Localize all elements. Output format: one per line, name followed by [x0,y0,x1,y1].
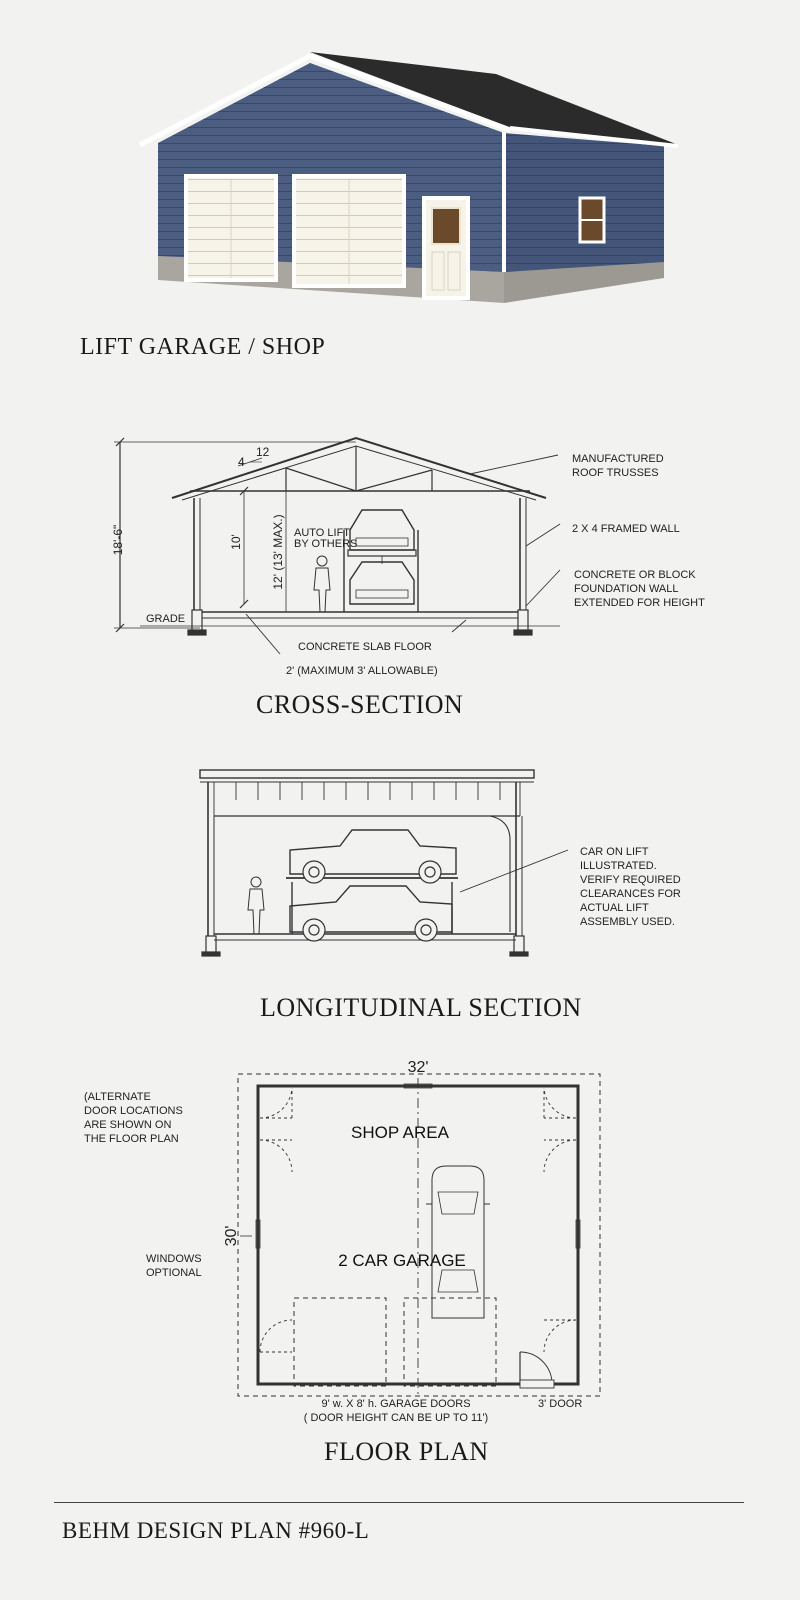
cross-section-title: CROSS-SECTION [256,690,464,719]
car-lift-callout-2: ILLUSTRATED. [580,860,657,872]
rendering-title: LIFT GARAGE / SHOP [80,334,326,360]
eave-trim [509,126,679,148]
longitudinal-title: LONGITUDINAL SECTION [260,993,582,1022]
garage-door-opening-right [403,1297,497,1387]
auto-lift-line-1: AUTO LIFT [294,527,350,539]
entry-door-glass [431,207,461,245]
plan-width-dim: 32' [408,1059,429,1076]
slab-label: CONCRETE SLAB FLOOR [298,641,432,653]
framed-wall-callout: 2 X 4 FRAMED WALL [572,523,680,535]
trusses-callout-2: ROOF TRUSSES [572,467,659,479]
car-lift-callout-6: ASSEMBLY USED. [580,916,675,928]
garage-door-opening-left [293,1297,387,1387]
person-figure-side [247,876,265,935]
longitudinal-section-drawing: CAR ON LIFT ILLUSTRATED. VERIFY REQUIRED… [199,769,681,957]
footer-rule [54,1502,744,1503]
lifted-car-side [289,829,457,875]
alternate-note-4: THE FLOOR PLAN [84,1133,179,1145]
lower-car-front [349,561,415,605]
floor-plan-drawing: 32' 30' SHOP AREA 2 CAR GARAGE (ALTERNAT… [84,1059,601,1424]
auto-lift-line-2: BY OTHERS [294,538,357,550]
lift-clearance-dim: 12' (13' MAX.) [271,514,285,589]
alternate-note-1: (ALTERNATE [84,1091,151,1103]
overall-height-dim: 18'-6" [111,525,125,556]
plan-number: BEHM DESIGN PLAN #960-L [62,1518,370,1543]
lower-car-side [289,885,453,933]
garage-rendering [138,52,679,303]
foundation-callout-1: CONCRETE OR BLOCK [574,569,696,581]
windows-note-2: OPTIONAL [146,1267,202,1279]
person-figure [313,555,331,613]
trusses-callout-1: MANUFACTURED [572,453,664,465]
side-door-note: 3' DOOR [538,1398,582,1410]
gable-trim [138,53,511,148]
floor-plan-title: FLOOR PLAN [324,1437,489,1466]
car-lift-callout-4: CLEARANCES FOR [580,888,681,900]
plan-depth-dim: 30' [223,1226,240,1247]
wall-height-dim: 10' [229,534,243,550]
alternate-note-3: ARE SHOWN ON [84,1119,171,1131]
shop-area-label: SHOP AREA [351,1123,450,1142]
pitch-rise: 4 [238,455,245,469]
car-lift-callout-3: VERIFY REQUIRED [580,874,681,886]
pitch-run: 12 [256,445,270,459]
car-lift-callout-5: ACTUAL LIFT [580,902,649,914]
truss-ends [213,782,521,817]
alternate-note-2: DOOR LOCATIONS [84,1105,183,1117]
side-foundation [504,262,664,303]
car-lift-callout-1: CAR ON LIFT [580,846,649,858]
foundation-callout-2: FOUNDATION WALL [574,583,679,595]
cross-section-drawing: 4 12 18'-6" 10' 12' (13' MAX.) AUTO LIFT… [111,436,705,677]
foundation-height-label: 2' (MAXIMUM 3' ALLOWABLE) [286,665,438,677]
grade-label: GRADE [146,613,185,625]
windows-note-1: WINDOWS [146,1253,202,1265]
foundation-callout-3: EXTENDED FOR HEIGHT [574,597,705,609]
roof-truss-outline [171,436,547,499]
car-plan-outline [426,1165,490,1319]
roof-surface [310,52,676,144]
garage-doors-note-1: 9' w. X 8' h. GARAGE DOORS [321,1398,470,1410]
alternate-door-swings [259,1087,577,1353]
garage-doors-note-2: ( DOOR HEIGHT CAN BE UP TO 11') [304,1412,488,1424]
lifted-car-front [349,509,415,551]
garage-label: 2 CAR GARAGE [338,1251,466,1270]
